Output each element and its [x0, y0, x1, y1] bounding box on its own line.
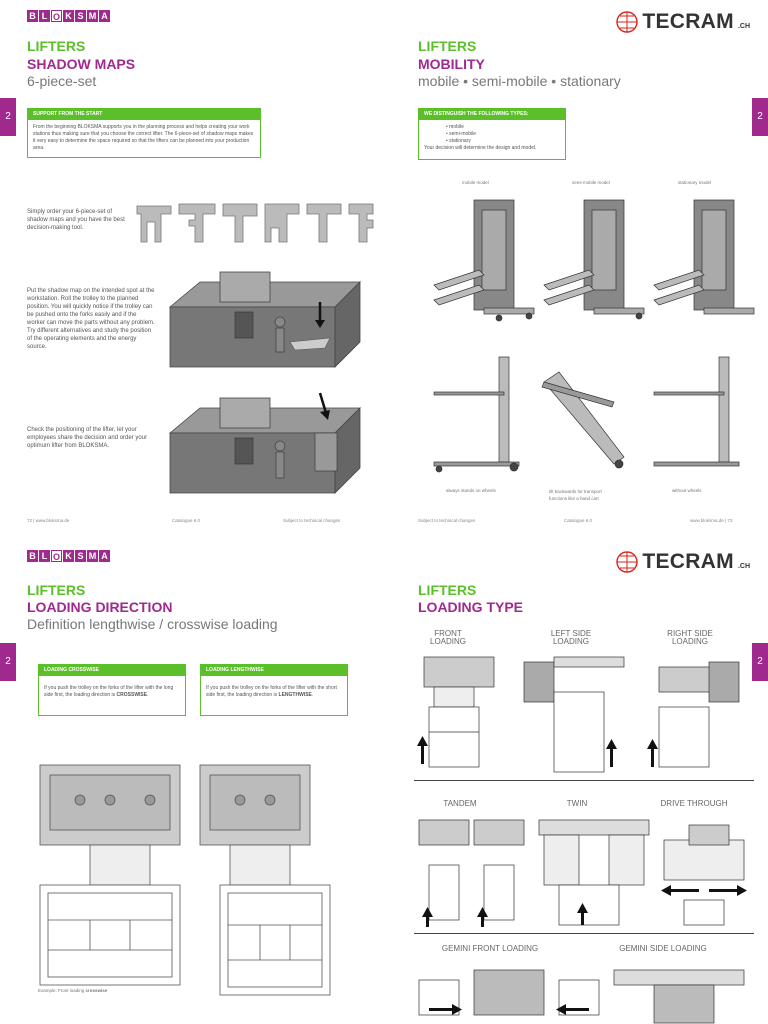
section-rule-1	[414, 780, 754, 781]
col-stationary-label: stationary model	[678, 180, 712, 185]
loading-type-row2-illustration	[418, 819, 747, 927]
label-right-side-loading: RIGHT SIDE LOADING	[667, 629, 713, 646]
caption-stationary: without wheels	[672, 488, 702, 493]
chapter-tab: 2	[752, 643, 768, 681]
chapter-tab: 2	[0, 643, 16, 681]
page-tagline: Definition lengthwise / crosswise loadin…	[27, 616, 278, 632]
page-tagline: 6-piece-set	[27, 73, 97, 89]
loading-direction-illustration	[39, 764, 331, 996]
page-divider	[0, 530, 768, 540]
support-box-title: SUPPORT FROM THE START	[28, 109, 260, 120]
bloksma-logo: B L O K S M A	[27, 550, 110, 562]
label-gemini-front-loading: GEMINI FRONT LOADING	[441, 944, 539, 953]
crosswise-box-title: LOADING CROSSWISE	[39, 665, 185, 676]
tecram-logo: TECRAM .CH	[616, 550, 750, 574]
label-tandem: TANDEM	[443, 799, 477, 808]
footer-left: Subject to technical changes	[418, 518, 476, 523]
label-twin: TWIN	[566, 799, 588, 808]
page-subtitle: LOADING TYPE	[418, 599, 524, 615]
label-left-side-loading: LEFT SIDE LOADING	[550, 629, 592, 646]
types-box: WE DISTINGUISH THE FOLLOWING TYPES: • mo…	[418, 108, 566, 160]
lengthwise-box-title: LOADING LENGTHWISE	[201, 665, 347, 676]
support-box-text: From the beginning BLOKSMA supports you …	[33, 124, 254, 151]
page-mobility: TECRAM .CH LIFTERS MOBILITY mobile • sem…	[384, 0, 768, 530]
page-title: LIFTERS	[418, 582, 477, 598]
page-title: LIFTERS	[27, 582, 86, 598]
tecram-logo: TECRAM .CH	[616, 10, 750, 34]
footer-left: 72 | www.bloksma.de	[27, 518, 70, 523]
caption-semi-mobile: tilt backwards for transport functions l…	[549, 489, 602, 501]
support-box: SUPPORT FROM THE START From the beginnin…	[27, 108, 261, 158]
section-rule-2	[414, 933, 754, 934]
caption-mobile: always stands on wheels	[446, 488, 496, 493]
workstation-illustration-1	[168, 271, 361, 368]
workstation-illustration-2	[168, 392, 361, 494]
label-front-loading: FRONT LOADING	[430, 629, 467, 646]
page-subtitle: MOBILITY	[418, 56, 485, 72]
page-title: LIFTERS	[27, 38, 86, 54]
types-box-title: WE DISTINGUISH THE FOLLOWING TYPES:	[419, 109, 565, 120]
loading-type-row1-illustration	[417, 656, 740, 773]
page-shadow-maps: B L O K S M A LIFTERS SHADOW MAPS 6-piec…	[0, 0, 384, 530]
footer-right: Subject to technical changes	[283, 518, 341, 523]
crosswise-box: LOADING CROSSWISE If you push the trolle…	[38, 664, 186, 716]
label-gemini-side-loading: GEMINI SIDE LOADING	[619, 944, 707, 953]
page-subtitle: LOADING DIRECTION	[27, 599, 173, 615]
example-caption: Example: Front loading crosswise	[38, 988, 108, 993]
text-place: Put the shadow map on the intended spot …	[27, 288, 155, 350]
footer-mid: Catalogue 6.0	[564, 518, 593, 523]
page-tagline: mobile • semi-mobile • stationary	[418, 73, 621, 89]
tecram-globe-icon	[616, 551, 639, 573]
text-check: Check the positioning of the lifter, let…	[27, 427, 148, 449]
text-order: Simply order your 6-piece-set of shadow …	[27, 209, 125, 231]
shadow-maps-illustration	[136, 203, 374, 243]
chapter-tab: 2	[752, 98, 768, 136]
label-drive-through: DRIVE THROUGH	[660, 799, 728, 808]
chapter-tab: 2	[0, 98, 16, 136]
loading-type-row3-illustration	[418, 969, 745, 1024]
page-subtitle: SHADOW MAPS	[27, 56, 136, 72]
col-semi-mobile-label: semi-mobile model	[572, 180, 610, 185]
bloksma-logo: B L O K S M A	[27, 10, 110, 22]
tecram-globe-icon	[616, 11, 639, 33]
lifter-models-illustration	[433, 199, 755, 322]
page-loading-direction: B L O K S M A LIFTERS LOADING DIRECTION …	[0, 540, 384, 1024]
page-title: LIFTERS	[418, 38, 477, 54]
lengthwise-box: LOADING LENGTHWISE If you push the troll…	[200, 664, 348, 716]
lifter-side-views-illustration	[433, 356, 740, 473]
footer-mid: Catalogue 6.0	[172, 518, 201, 523]
footer-right: www.bloksma.de | 73	[690, 518, 733, 523]
page-loading-type: TECRAM .CH LIFTERS LOADING TYPE 2 FRONT …	[384, 540, 768, 1024]
col-mobile-label: mobile model	[462, 180, 489, 185]
